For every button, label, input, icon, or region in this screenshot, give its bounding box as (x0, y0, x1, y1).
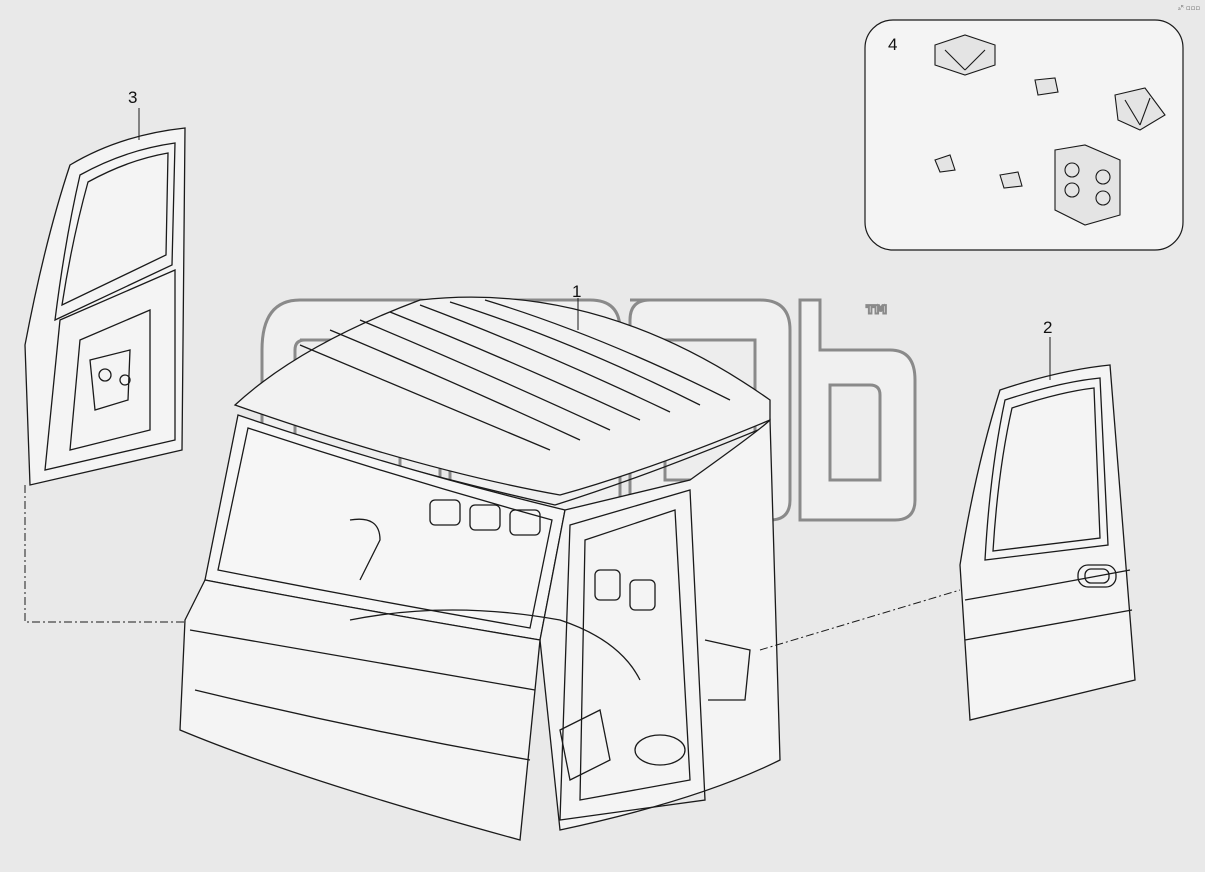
callout-3-label: 3 (128, 88, 138, 107)
callout-2-label: 2 (1043, 318, 1053, 337)
small-plate-b (934, 154, 956, 173)
trademark-mark: ™ (861, 299, 893, 336)
cab-front-lower (179, 579, 541, 841)
corner-mark: ₐᴿ ▫▫▫ (1178, 4, 1201, 12)
door-right (959, 364, 1136, 721)
step-bracket (1054, 144, 1121, 226)
leader-lines (24, 108, 1051, 651)
small-plate-c (999, 171, 1023, 189)
door-opening (559, 489, 706, 821)
brackets-kit-panel (864, 19, 1184, 251)
hinge-bracket-right (1114, 87, 1166, 131)
cab-body (179, 296, 781, 841)
callout-4-label: 4 (888, 35, 898, 54)
callout-1-label: 1 (572, 282, 582, 301)
door-left (24, 127, 186, 486)
hinge-bracket-top (934, 34, 996, 76)
small-plate-a (1034, 77, 1059, 96)
cab-side-right (539, 418, 781, 831)
